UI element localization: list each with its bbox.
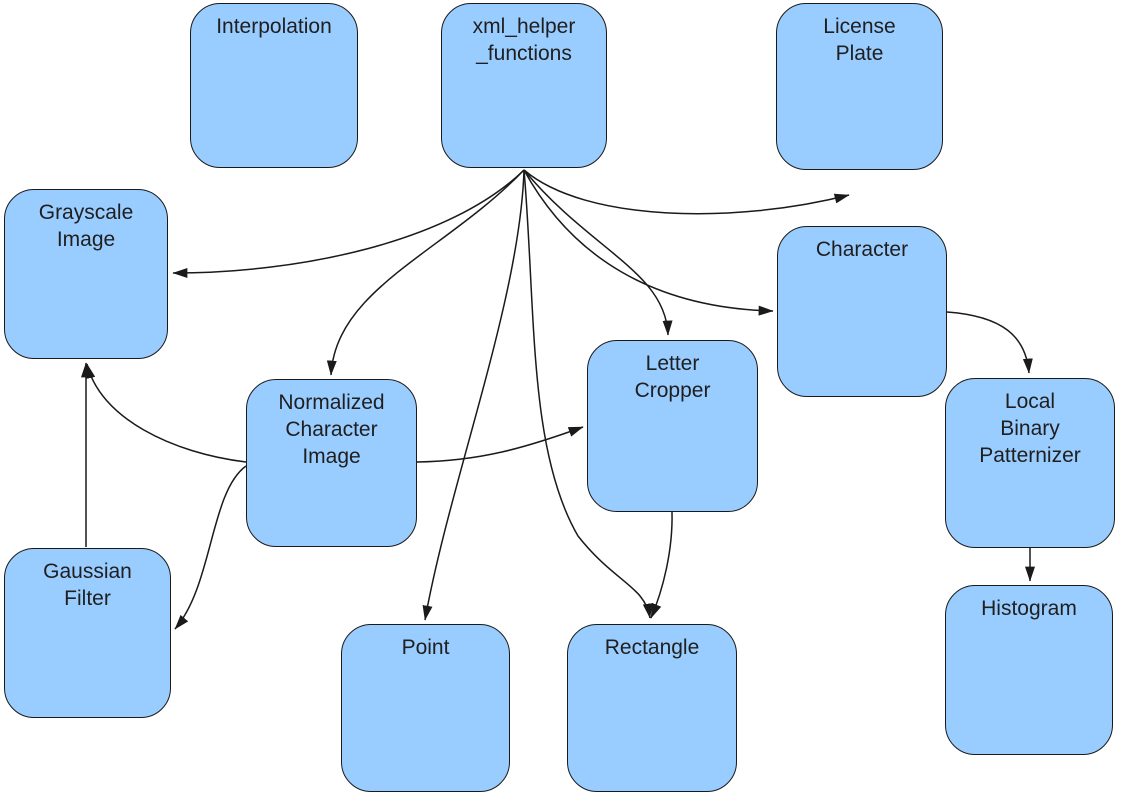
node-histogram: Histogram — [945, 585, 1113, 755]
node-label: Histogram — [981, 597, 1077, 620]
node-grayscale-image: Grayscale Image — [4, 189, 168, 359]
node-character: Character — [777, 226, 947, 397]
edge-letter-cropper-to-rectangle — [650, 511, 673, 619]
node-point: Point — [341, 624, 510, 792]
node-license-plate: License Plate — [776, 3, 943, 170]
node-label: Interpolation — [216, 15, 332, 38]
node-label: Grayscale Image — [38, 201, 134, 251]
node-label: Local Binary Patternizer — [979, 390, 1081, 467]
edge-xml-helper-functions-to-normalized-character-image — [326, 169, 525, 376]
edge-normalized-character-image-to-grayscale-image — [85, 363, 247, 463]
edge-xml-helper-functions-to-letter-cropper — [523, 169, 673, 336]
edge-xml-helper-functions-to-point — [422, 169, 525, 621]
node-label: Letter Cropper — [634, 352, 711, 402]
edge-xml-helper-functions-to-license-plate — [523, 169, 850, 215]
edge-normalized-character-image-to-gaussian-filter — [174, 465, 247, 630]
node-letter-cropper: Letter Cropper — [587, 340, 758, 512]
node-gaussian-filter: Gaussian Filter — [4, 548, 171, 718]
edge-xml-helper-functions-to-character — [523, 169, 774, 316]
node-label: Gaussian Filter — [43, 560, 132, 610]
node-label: xml_helper _functions — [472, 15, 576, 65]
edge-normalized-character-image-to-letter-cropper — [416, 426, 584, 463]
node-interpolation: Interpolation — [190, 3, 358, 168]
node-local-binary-patternizer: Local Binary Patternizer — [945, 378, 1115, 548]
node-label: License Plate — [823, 15, 896, 65]
node-label: Normalized Character Image — [278, 391, 385, 468]
edge-xml-helper-functions-to-grayscale-image — [172, 169, 525, 278]
node-label: Point — [401, 636, 450, 659]
node-label: Rectangle — [604, 636, 700, 659]
edge-character-to-local-binary-patternizer — [946, 311, 1033, 374]
node-rectangle: Rectangle — [567, 624, 737, 792]
node-xml-helper-functions: xml_helper _functions — [441, 3, 607, 168]
node-label: Character — [815, 238, 909, 261]
node-normalized-character-image: Normalized Character Image — [246, 379, 417, 547]
